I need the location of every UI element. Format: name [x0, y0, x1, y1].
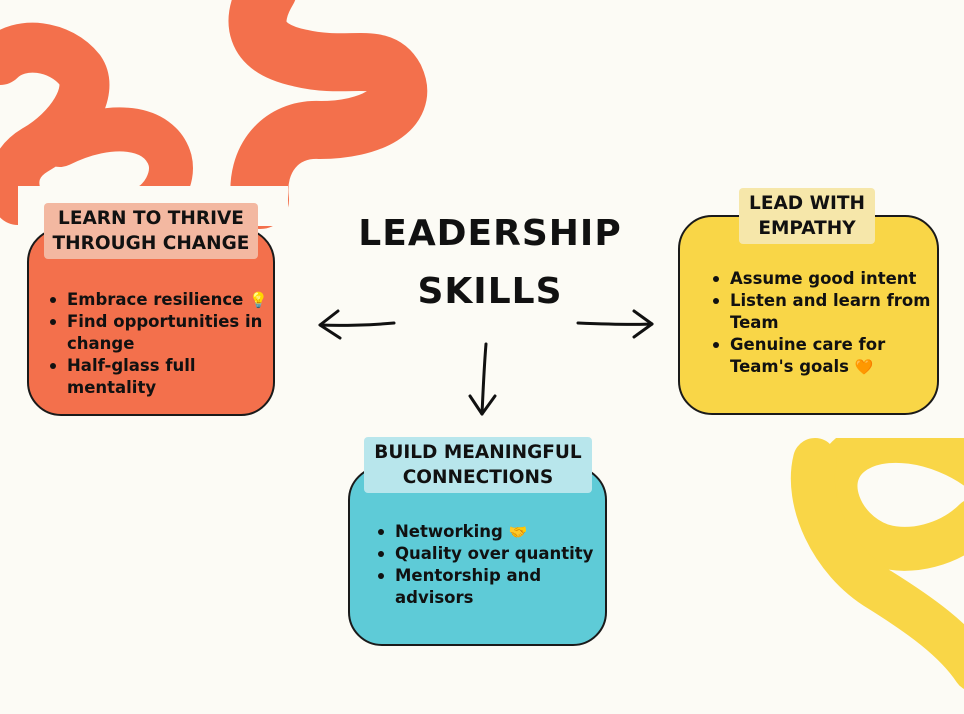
arrow-down-icon	[468, 342, 497, 416]
lightbulb-icon: 💡	[249, 291, 268, 309]
card-label-lead-with-empathy: LEAD WITH EMPATHY	[739, 188, 875, 244]
card-learn-to-thrive	[27, 228, 275, 416]
list-build-connections: Networking 🤝 Quality over quantity Mento…	[375, 521, 607, 609]
list-item: Assume good intent	[710, 268, 938, 290]
card-label-learn-to-thrive: LEARN TO THRIVE THROUGH CHANGE	[44, 203, 258, 259]
list-item: Find opportunities in change	[47, 311, 275, 355]
heart-icon: 🧡	[854, 358, 874, 376]
title-line-1: LEADERSHIP	[358, 213, 622, 254]
card-label-build-connections: BUILD MEANINGFUL CONNECTIONS	[364, 437, 592, 493]
arrow-right-icon	[576, 309, 654, 339]
title-line-2: SKILLS	[417, 271, 563, 312]
list-item: Genuine care for Team's goals 🧡	[710, 334, 938, 378]
list-item: Half-glass full mentality	[47, 355, 275, 399]
arrow-left-icon	[318, 309, 396, 340]
list-lead-with-empathy: Assume good intent Listen and learn from…	[710, 268, 938, 378]
list-item: Listen and learn from Team	[710, 290, 938, 334]
list-item: Networking 🤝	[375, 521, 607, 543]
list-learn-to-thrive: Embrace resilience 💡 Find opportunities …	[47, 289, 275, 399]
list-item: Embrace resilience 💡	[47, 289, 275, 311]
handshake-icon: 🤝	[508, 523, 528, 541]
page-title: LEADERSHIP SKILLS	[330, 205, 650, 321]
list-item: Mentorship and advisors	[375, 565, 607, 609]
list-item: Quality over quantity	[375, 543, 607, 565]
